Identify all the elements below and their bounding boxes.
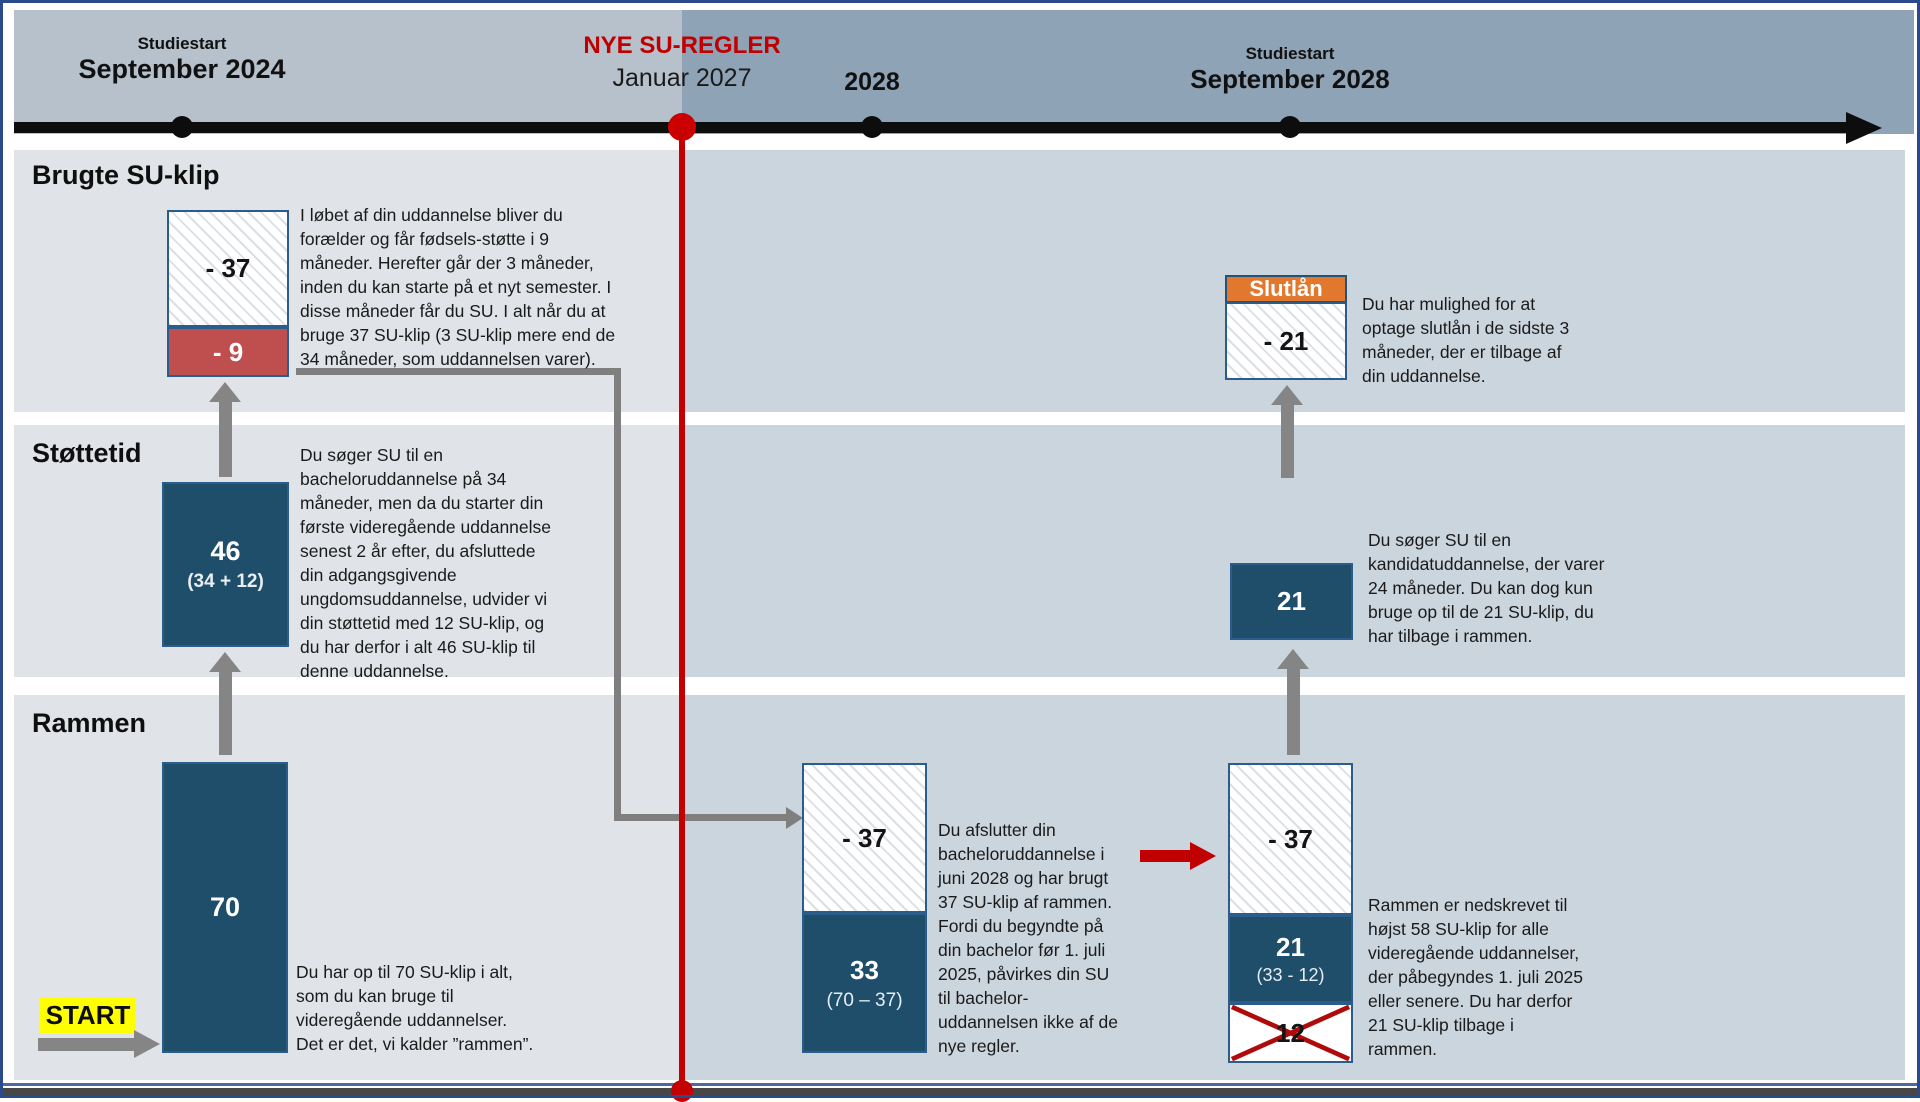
note-brugte: I løbet af din uddannelse bliver du foræ… <box>300 205 616 369</box>
timeline-arrowhead-icon <box>1846 112 1882 144</box>
note-kandidat: Du søger SU til en kandidatuddannelse, d… <box>1368 530 1605 646</box>
timeline-label-bottom: September 2024 <box>78 54 286 84</box>
box-rammen-70: 70 <box>162 762 288 1053</box>
arrow-shaft <box>218 402 232 477</box>
up-arrow-kandidat <box>1277 649 1309 755</box>
up-arrow-rammen-stoettetid <box>209 652 241 755</box>
box-used-clips: - 37 <box>167 210 289 327</box>
up-arrow-slutlaan <box>1271 385 1303 478</box>
box-rammen-mid-used: - 37 <box>802 763 927 913</box>
box-rammen-right-used: - 37 <box>1228 763 1353 915</box>
timeline-label-start-2028: Studiestart September 2028 <box>1160 44 1420 95</box>
rammen-value: 70 <box>209 892 241 922</box>
connector-horizontal-top <box>296 368 621 375</box>
box-stoettetid: 46 (34 + 12) <box>162 482 289 647</box>
box-slutlaan: - 21 <box>1225 302 1347 380</box>
new-rules-label: NYE SU-REGLER <box>583 32 781 59</box>
timeline-label-start-2024: Studiestart September 2024 <box>52 34 312 85</box>
connector-horizontal-bottom <box>614 814 786 821</box>
start-label: START <box>40 997 136 1033</box>
note-stoettetid: Du søger SU til en bacheloruddannelse på… <box>300 445 552 681</box>
timeline-dot-2028 <box>861 116 883 138</box>
arrowhead-icon <box>1277 649 1309 669</box>
arrowhead-icon <box>1271 385 1303 405</box>
row-title-rammen: Rammen <box>32 708 147 738</box>
rammen-mid-sub: (70 – 37) <box>826 989 903 1011</box>
arrow-shaft <box>1140 850 1190 862</box>
timeline-label-2028: 2028 <box>844 68 900 96</box>
arrowhead-icon <box>209 382 241 402</box>
timeline-label-top: Studiestart <box>1245 44 1335 63</box>
box-rammen-crossed-12: 12 <box>1228 1003 1353 1063</box>
new-rules-date: Januar 2027 <box>612 64 752 92</box>
arrowhead-icon <box>1190 842 1216 870</box>
arrow-shaft <box>1286 669 1300 755</box>
red-arrow-rules-applied <box>1140 842 1216 870</box>
rammen-crossed-value: 12 <box>1276 1017 1305 1048</box>
arrow-shaft <box>218 672 232 755</box>
timeline-label-bottom: September 2028 <box>1190 64 1390 94</box>
start-arrow <box>38 1030 160 1058</box>
rammen-right-sub: (33 - 12) <box>1256 965 1325 985</box>
new-rules-divider-line <box>679 127 685 1098</box>
box-rammen-mid-left: 33 (70 – 37) <box>802 913 927 1053</box>
crossed-out-icon <box>1230 1005 1351 1061</box>
banner-before-rules <box>14 10 682 134</box>
arrow-shaft <box>38 1037 134 1051</box>
bottom-blue-line <box>0 1083 1920 1086</box>
note-slutlaan: Du har mulighed for at optage slutlån i … <box>1362 294 1570 386</box>
slutlaan-value: - 21 <box>1263 325 1309 356</box>
timeline-dot-sep2028 <box>1279 116 1301 138</box>
note-rammen: Du har op til 70 SU-klip i alt, som du k… <box>296 962 534 1054</box>
rammen-mid-used-value: - 37 <box>842 822 887 853</box>
rammen-mid-value: 33 <box>850 954 879 985</box>
box-birth-support: - 9 <box>167 327 289 377</box>
box-kandidat: 21 <box>1230 563 1353 640</box>
stoettetid-value: 46 <box>210 536 241 566</box>
used-clips-value: - 37 <box>205 253 251 283</box>
note-rammen-mid: Du afslutter din bacheloruddannelse i ju… <box>938 820 1118 1056</box>
new-rules-divider-end-dot <box>671 1080 693 1102</box>
timeline-axis <box>14 122 1846 133</box>
arrowhead-icon <box>134 1030 160 1058</box>
arrowhead-icon <box>209 652 241 672</box>
rammen-right-used-value: - 37 <box>1268 823 1313 854</box>
kandidat-value: 21 <box>1277 586 1306 616</box>
note-rammen-right: Rammen er nedskrevet til højst 58 SU-kli… <box>1368 895 1584 1059</box>
row-title-brugte: Brugte SU-klip <box>32 160 220 190</box>
birth-support-value: - 9 <box>212 336 244 367</box>
rammen-right-value: 21 <box>1276 932 1305 962</box>
timeline-dot-sep2024 <box>171 116 193 138</box>
connector-arrowhead-icon <box>786 807 803 829</box>
up-arrow-rammen-row1 <box>209 382 241 477</box>
box-rammen-right: 21 (33 - 12) <box>1228 915 1353 1003</box>
arrow-shaft <box>1280 405 1294 478</box>
connector-vertical <box>614 368 621 819</box>
slutlaan-header: Slutlån <box>1225 275 1347 303</box>
timeline-label-new-rules: NYE SU-REGLER Januar 2027 <box>552 32 812 93</box>
timeline-label-top: Studiestart <box>137 34 227 53</box>
stoettetid-sub: (34 + 12) <box>187 571 264 592</box>
row-stoettetid-bg-left <box>14 425 682 677</box>
row-title-stoettetid: Støttetid <box>32 438 142 468</box>
bottom-window-bar <box>0 1088 1920 1098</box>
banner-after-rules <box>682 10 1914 134</box>
